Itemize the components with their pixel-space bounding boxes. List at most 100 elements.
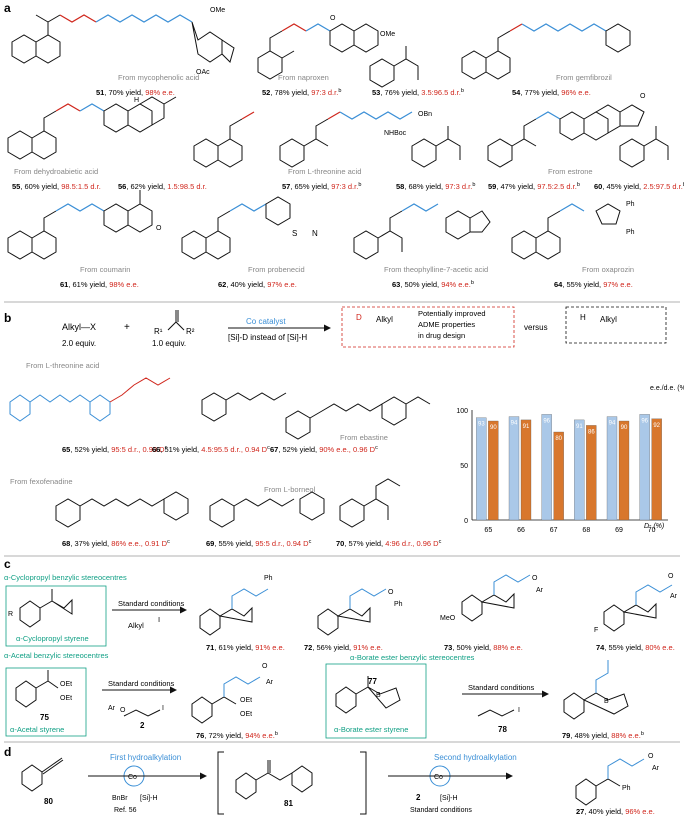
caption-54-number: 54	[512, 88, 521, 97]
caption-57: 57, 65% yield, 97:3 d.r.b	[282, 182, 361, 191]
o-76: O	[262, 663, 268, 670]
panel-c-captions: 71, 61% yield, 91% e.e.72, 56% yield, 91…	[196, 643, 675, 740]
x-tick-label: 67	[550, 527, 558, 534]
structure-68	[55, 491, 189, 528]
blue-chain-57	[339, 111, 413, 120]
box-acetal-styrene	[5, 667, 87, 737]
caption-73-number: 73	[444, 643, 452, 652]
structure-65	[9, 394, 111, 422]
source-row1-0: From mycophenolic acid	[118, 73, 199, 82]
caption-68: 68, 37% yield, 86% e.e., 0.91 Dc	[62, 539, 170, 548]
structure-76	[191, 696, 237, 724]
caption-64-number: 64	[554, 280, 563, 289]
caption-65-footnote: c	[165, 445, 168, 451]
versus-label: versus	[524, 323, 548, 332]
caption-71-number: 71	[206, 643, 214, 652]
cmpd-81: 81	[284, 799, 293, 808]
caption-65-selectivity: 95:5 d.r., 0.93 D	[111, 445, 165, 454]
f-74: F	[594, 627, 598, 634]
caption-61-number: 61	[60, 280, 68, 289]
ar-27: Ar	[652, 765, 660, 772]
o-reagent-2: O	[120, 707, 126, 714]
caption-58-footnote: b	[472, 182, 475, 188]
caption-67-selectivity: 90% e.e., 0.96 D	[319, 445, 375, 454]
ar-74: Ar	[670, 593, 678, 600]
co-2: Co	[434, 774, 443, 781]
caption-56-selectivity: 1.5:98.5 d.r.	[167, 182, 207, 191]
source-row3-2: From theophylline-7-acetic acid	[384, 265, 488, 274]
source-row2-2: From L-threonine acid	[288, 167, 361, 176]
structure-59	[487, 118, 537, 168]
caption-72-yield: , 56% yield,	[312, 643, 353, 652]
caption-52-selectivity: 97:3 d.r.	[311, 88, 338, 97]
source-row3-0: From coumarin	[80, 265, 130, 274]
caption-51-selectivity: 98% e.e.	[145, 88, 175, 97]
caption-58-selectivity: 97:3 d.r.	[445, 182, 472, 191]
bar-67-series-1	[553, 431, 564, 521]
meo-73: MeO	[440, 615, 456, 622]
structure-81	[235, 760, 313, 800]
caption-63-yield: , 50% yield,	[400, 280, 441, 289]
atom-ome: OMe	[210, 7, 225, 14]
caption-79-footnote: b	[641, 731, 644, 737]
blue-chain-52	[305, 23, 331, 32]
caption-70-selectivity: 4:96 d.r., 0.96 D	[385, 539, 439, 548]
o-72: O	[388, 589, 394, 596]
caption-55-yield: , 60% yield,	[20, 182, 61, 191]
caption-69-number: 69	[206, 539, 214, 548]
red-chain-56	[241, 111, 255, 120]
structure-71	[199, 606, 253, 636]
caption-54-yield: , 77% yield,	[520, 88, 561, 97]
source-l-borneol: From L-borneol	[264, 485, 316, 494]
source-row3-3: From oxaprozin	[582, 265, 634, 274]
caption-59-footnote: b	[577, 182, 580, 188]
caption-67-yield: , 52% yield,	[278, 445, 319, 454]
std-conditions-1: Standard conditions	[118, 599, 185, 608]
caption-56-yield: , 62% yield,	[126, 182, 167, 191]
structure-72	[317, 606, 371, 636]
bracket-left	[217, 751, 224, 815]
caption-54: 54, 77% yield, 96% e.e.	[512, 88, 591, 97]
panel-d-captions: 27, 40% yield, 96% e.e.	[576, 807, 655, 816]
bnbr: BnBr	[112, 795, 128, 802]
alkyl-i-reagent: Alkyl	[128, 621, 144, 630]
bar-value-label: 86	[588, 429, 595, 435]
caption-58: 58, 68% yield, 97:3 d.r.b	[396, 182, 475, 191]
caption-53-yield: , 76% yield,	[380, 88, 421, 97]
caption-76-footnote: b	[275, 731, 278, 737]
box-cyclopropyl-styrene	[5, 585, 107, 647]
borate-styrene-label: α-Borate ester styrene	[334, 725, 408, 734]
bar-value-label: 96	[641, 418, 648, 424]
caption-70: 70, 57% yield, 4:96 d.r., 0.96 Dc	[336, 539, 442, 548]
x-axis-label: D- (%)	[644, 523, 664, 530]
adme-line-1: Potentially improved	[418, 309, 486, 318]
atom-nhboc: NHBoc	[384, 130, 407, 137]
ph-71: Ph	[264, 575, 273, 582]
caption-27-selectivity: 96% e.e.	[625, 807, 655, 816]
structure-74	[603, 602, 657, 632]
source-l-threonine: From L-threonine acid	[26, 361, 99, 370]
structure-79	[563, 692, 629, 720]
atom-o-3: O	[156, 225, 162, 232]
cyclopropyl-styrene-structure	[19, 589, 73, 628]
reagent-alkyl-equiv: 2.0 equiv.	[62, 339, 96, 348]
caption-60-selectivity: 2.5:97.5 d.r.	[643, 182, 683, 191]
first-hydroalkylation: First hydroalkylation	[110, 753, 181, 762]
chain-74	[635, 584, 673, 605]
caption-56-number: 56	[118, 182, 126, 191]
i-label-3: I	[518, 707, 520, 714]
bar-70-series-1	[651, 418, 662, 521]
alkyl-label-2: Alkyl	[600, 315, 617, 324]
source-ebastine: From ebastine	[340, 433, 388, 442]
caption-79-yield: , 48% yield,	[570, 731, 611, 740]
caption-74: 74, 55% yield, 80% e.e.	[596, 643, 675, 652]
caption-72-number: 72	[304, 643, 312, 652]
caption-70-yield: , 57% yield,	[344, 539, 385, 548]
ref-56: Ref. 56	[114, 807, 137, 814]
blue-chain-54	[521, 23, 607, 32]
bar-value-label: 80	[555, 436, 562, 442]
caption-61-yield: , 61% yield,	[68, 280, 109, 289]
alkene-equiv: 1.0 equiv.	[152, 339, 186, 348]
